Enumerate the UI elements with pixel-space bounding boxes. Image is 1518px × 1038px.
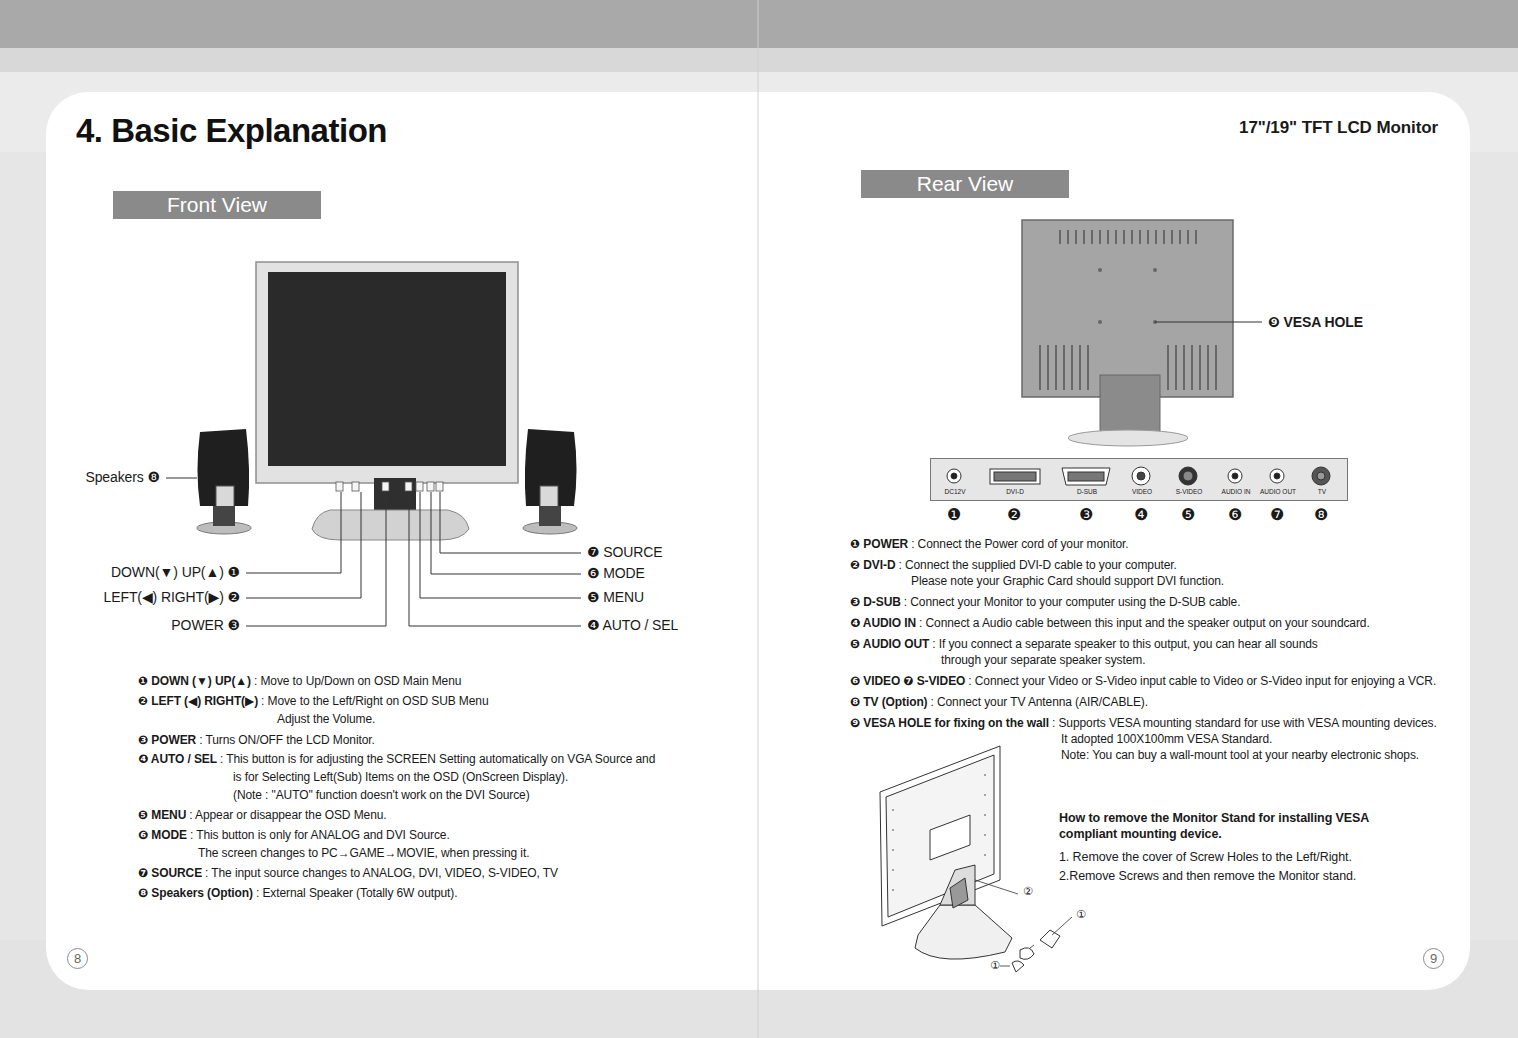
band-heading: Rear View bbox=[917, 172, 1014, 196]
term-text: ❷ LEFT (◀) RIGHT(▶) bbox=[138, 694, 258, 709]
description-text: It adopted 100X100mm VESA Standard. bbox=[1061, 732, 1272, 747]
description-text: : The input source changes to ANALOG, DV… bbox=[205, 866, 558, 881]
port-label: VIDEO bbox=[1132, 488, 1152, 496]
description-text: : Connect your Video or S-Video input ca… bbox=[968, 674, 1436, 689]
part-number: ① bbox=[1076, 908, 1086, 922]
description-text: Please note your Graphic Card should sup… bbox=[911, 574, 1224, 589]
callout-label: ❼ SOURCE bbox=[587, 544, 663, 562]
callout-number: ❻ bbox=[1228, 505, 1242, 525]
term-text: ❻ VIDEO ❼ S-VIDEO bbox=[850, 674, 965, 689]
callout-label: LEFT(◀) RIGHT(▶) ❷ bbox=[104, 589, 241, 607]
description-text: (Note : "AUTO" function doesn't work on … bbox=[233, 788, 530, 803]
description-text: Adjust the Volume. bbox=[277, 712, 375, 727]
term-text: ❸ POWER bbox=[138, 733, 196, 748]
term-text: ❷ DVI-D bbox=[850, 558, 895, 573]
term-text: ❶ DOWN (▼) UP(▲) bbox=[138, 674, 251, 689]
callout-number: ❹ bbox=[1134, 505, 1148, 525]
description-text: : Connect your Monitor to your computer … bbox=[904, 595, 1241, 610]
callout-label: Speakers ❽ bbox=[85, 469, 160, 487]
description-text: : This button is only for ANALOG and DVI… bbox=[190, 828, 450, 843]
port-label: S-VIDEO bbox=[1176, 488, 1203, 496]
term-text: ❺ MENU bbox=[138, 808, 186, 823]
part-number: ① bbox=[990, 959, 1000, 973]
port-label: DVI-D bbox=[1006, 488, 1024, 496]
port-label: D-SUB bbox=[1077, 488, 1097, 496]
callout-label: ❹ AUTO / SEL bbox=[587, 617, 678, 635]
note-heading: How to remove the Monitor Stand for inst… bbox=[1059, 811, 1389, 842]
description-text: : Move to the Left/Right on OSD SUB Menu bbox=[261, 694, 488, 709]
callout-label: ❺ MENU bbox=[587, 589, 644, 607]
port-label: TV bbox=[1318, 488, 1326, 496]
callout-number: ❺ bbox=[1181, 505, 1195, 525]
description-text: : Appear or disappear the OSD Menu. bbox=[189, 808, 386, 823]
callout-number: ❽ bbox=[1314, 505, 1328, 525]
description-text: : External Speaker (Totally 6W output). bbox=[256, 886, 458, 901]
port-label: AUDIO IN bbox=[1222, 488, 1251, 496]
term-text: ❽ Speakers (Option) bbox=[138, 886, 253, 901]
callout-number: ❸ bbox=[1079, 505, 1093, 525]
description-text: : Connect the Power cord of your monitor… bbox=[911, 537, 1128, 552]
page-number: 8 bbox=[67, 948, 88, 969]
term-text: ❹ AUTO / SEL bbox=[138, 752, 217, 767]
description-text: : Connect your TV Antenna (AIR/CABLE). bbox=[931, 695, 1148, 710]
callout-number: ❷ bbox=[1007, 505, 1021, 525]
description-text: : This button is for adjusting the SCREE… bbox=[220, 752, 655, 767]
term-text: ❸ D-SUB bbox=[850, 595, 901, 610]
section-band: Front View bbox=[113, 191, 321, 219]
callout-number: ❼ bbox=[1270, 505, 1284, 525]
callout-number: ❶ bbox=[947, 505, 961, 525]
step-text: 1. Remove the cover of Screw Holes to th… bbox=[1059, 850, 1352, 866]
term-text: ❼ SOURCE bbox=[138, 866, 202, 881]
term-text: ❺ AUDIO OUT bbox=[850, 637, 929, 652]
section-band: Rear View bbox=[861, 170, 1069, 198]
callout-label: ❾ VESA HOLE bbox=[1268, 314, 1363, 332]
page-title: 4. Basic Explanation bbox=[76, 110, 387, 151]
port-label: AUDIO OUT bbox=[1260, 488, 1296, 496]
connector-panel: DC12V DVI-D D-SUB VIDEO S-VIDEO AUDIO IN AUDIO… bbox=[930, 458, 1348, 501]
term-text: ❶ POWER bbox=[850, 537, 908, 552]
page-number: 9 bbox=[1423, 948, 1444, 969]
description-text: : If you connect a separate speaker to t… bbox=[932, 637, 1317, 652]
band-heading: Front View bbox=[167, 193, 267, 217]
description-text: The screen changes to PC→GAME→MOVIE, whe… bbox=[198, 846, 529, 861]
description-text: Note: You can buy a wall-mount tool at y… bbox=[1061, 748, 1419, 763]
term-text: ❹ AUDIO IN bbox=[850, 616, 916, 631]
page-number-text: 8 bbox=[74, 951, 81, 966]
port-label: DC12V bbox=[945, 488, 966, 496]
page-number-text: 9 bbox=[1430, 951, 1437, 966]
step-text: 2.Remove Screws and then remove the Moni… bbox=[1059, 869, 1356, 885]
callout-label: DOWN(▼) UP(▲) ❶ bbox=[111, 564, 240, 582]
description-text: through your separate speaker system. bbox=[941, 653, 1145, 668]
callout-label: POWER ❸ bbox=[171, 617, 240, 635]
description-text: : Connect the supplied DVI-D cable to yo… bbox=[898, 558, 1176, 573]
description-text: : Move to Up/Down on OSD Main Menu bbox=[254, 674, 461, 689]
callout-label: ❻ MODE bbox=[587, 565, 645, 583]
part-number: ② bbox=[1023, 885, 1033, 899]
term-text: ❽ TV (Option) bbox=[850, 695, 928, 710]
description-text: is for Selecting Left(Sub) Items on the … bbox=[233, 770, 568, 785]
term-text: ❻ MODE bbox=[138, 828, 187, 843]
description-text: : Supports VESA mounting standard for us… bbox=[1052, 716, 1437, 731]
description-text: : Turns ON/OFF the LCD Monitor. bbox=[199, 733, 375, 748]
model-heading: 17"/19" TFT LCD Monitor bbox=[1239, 117, 1438, 138]
description-text: : Connect a Audio cable between this inp… bbox=[919, 616, 1370, 631]
term-text: ❾ VESA HOLE for fixing on the wall bbox=[850, 716, 1049, 731]
